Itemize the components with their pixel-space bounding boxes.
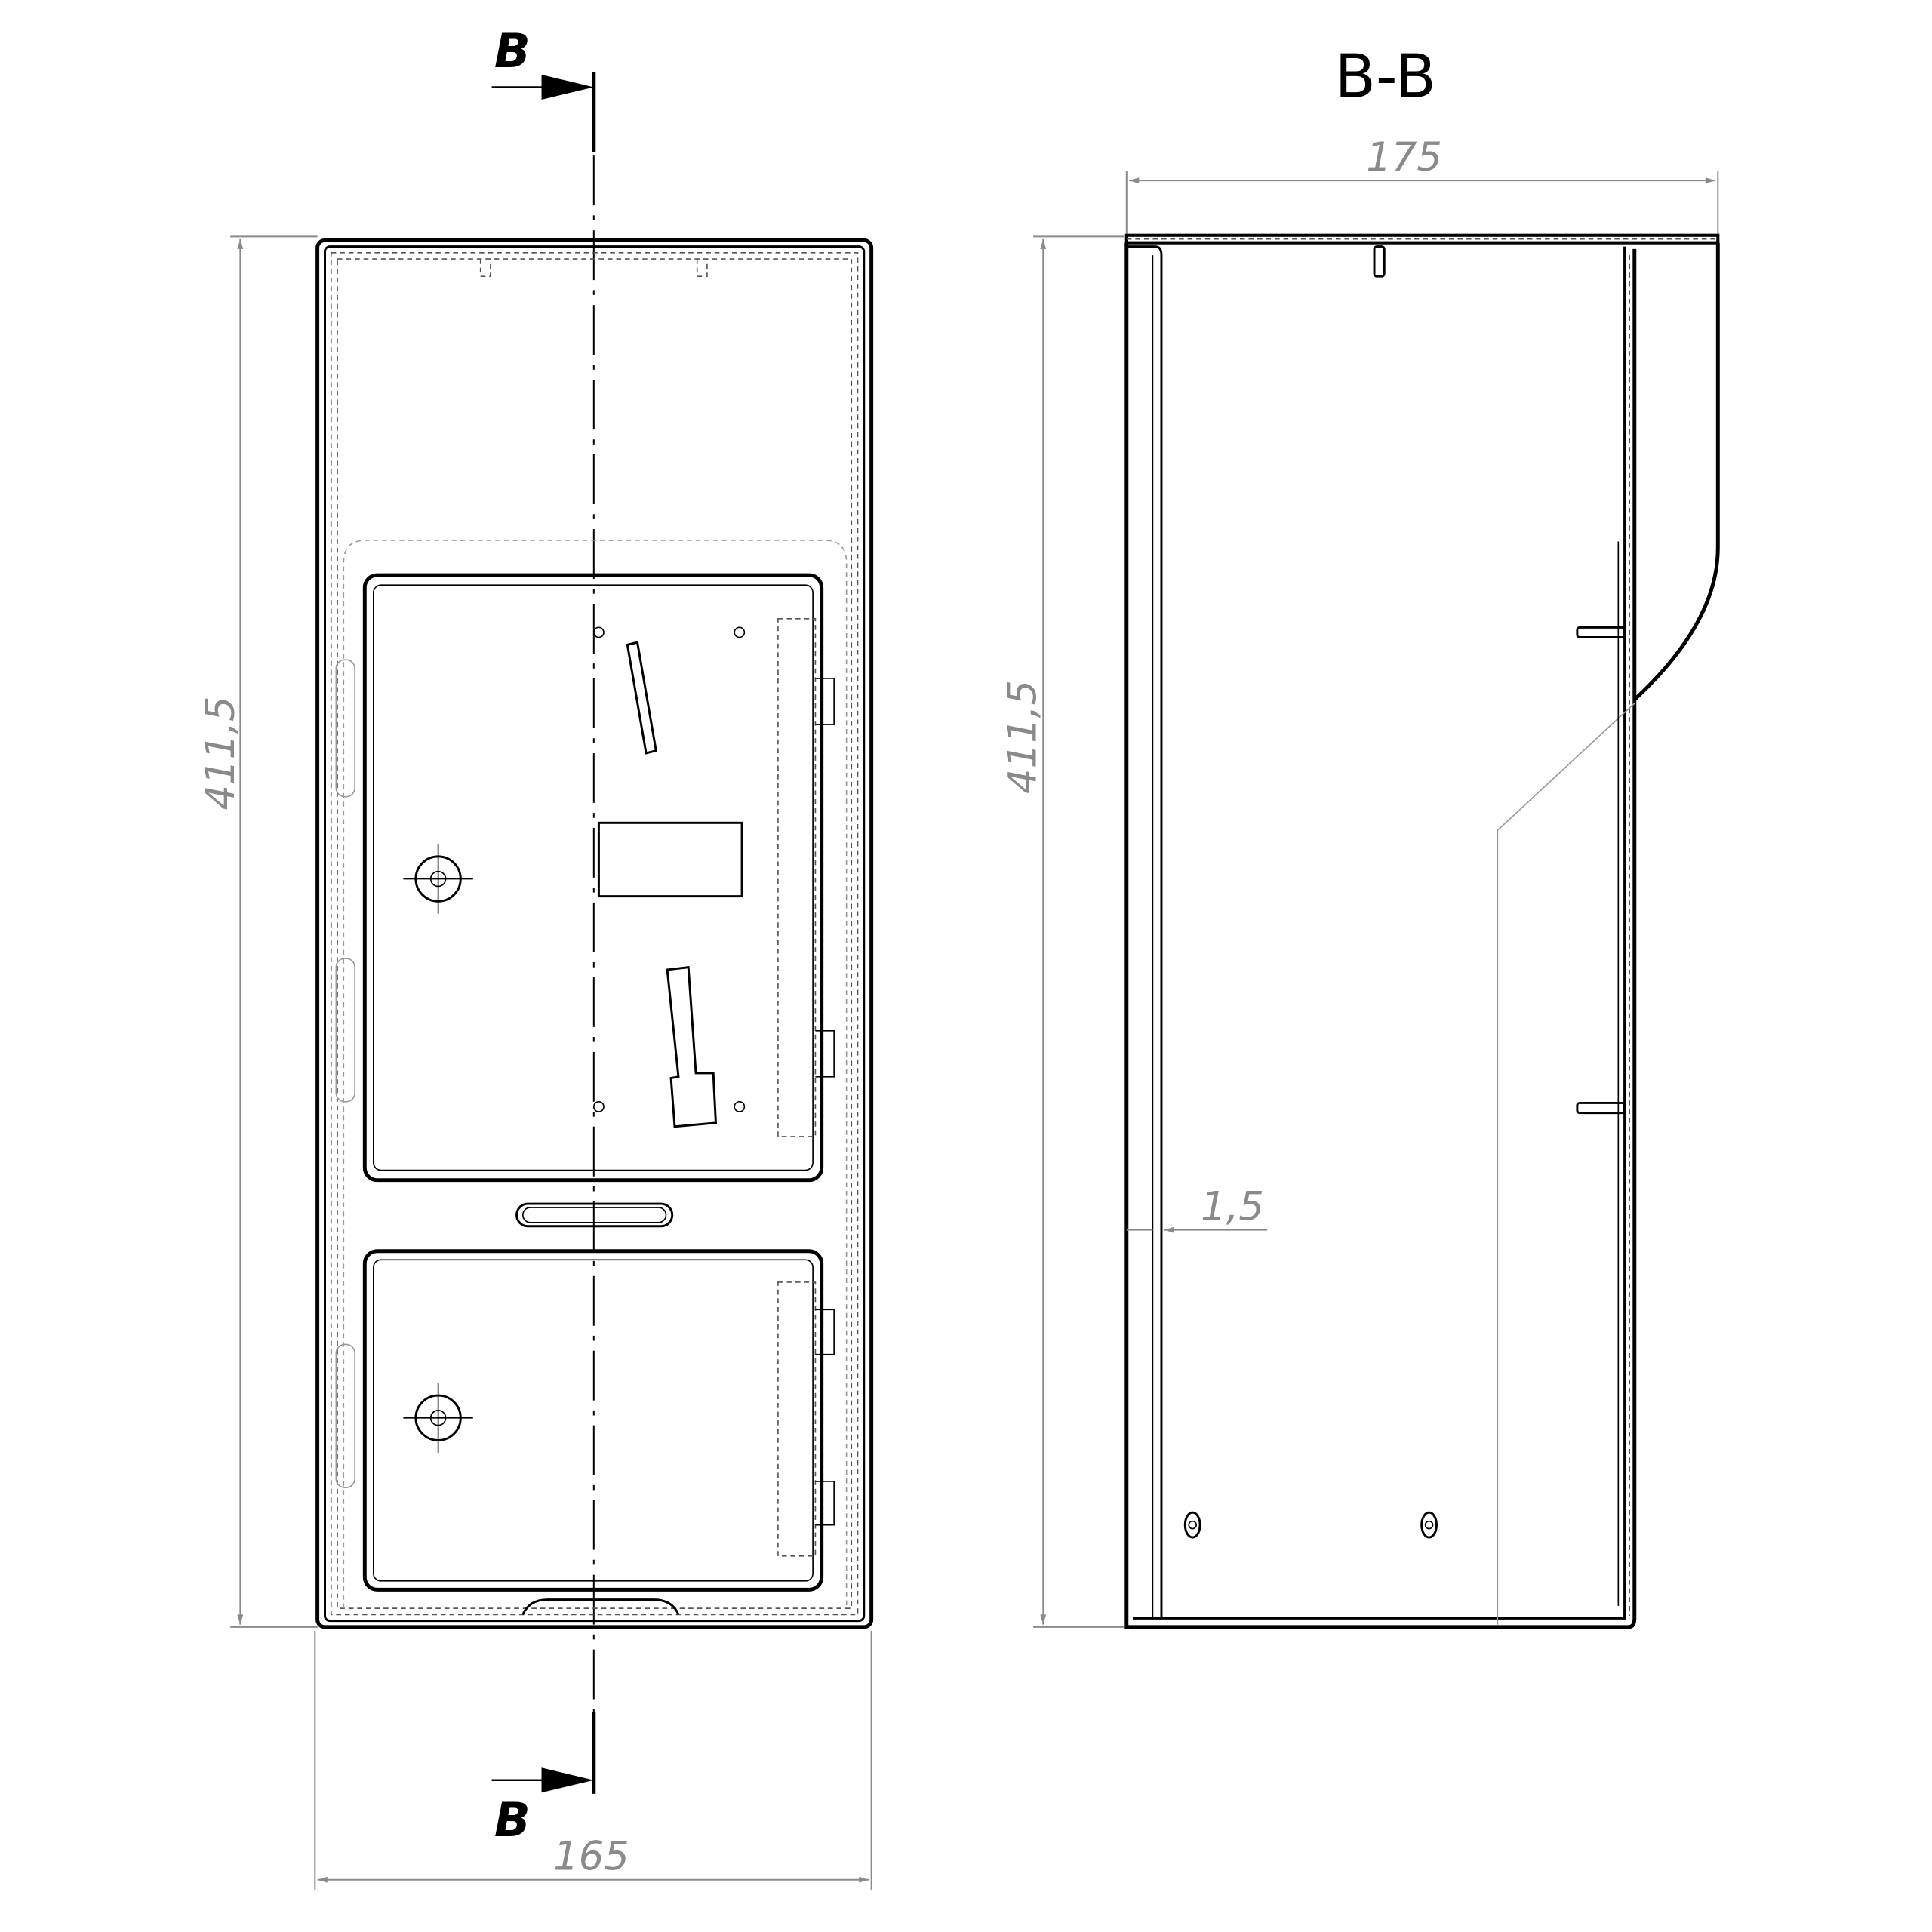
section-label-bottom: B	[494, 1792, 531, 1847]
height-dimension-section: 411,5	[999, 235, 1124, 1628]
pin	[1576, 1101, 1626, 1115]
section-marker-bottom: B	[491, 1712, 596, 1847]
lock-icon	[403, 844, 473, 914]
screw-icon	[1420, 1511, 1438, 1539]
lower-panel	[362, 1249, 835, 1592]
screw-icon	[1183, 1511, 1201, 1539]
section-height-label: 411,5	[999, 680, 1045, 794]
section-view: B-B 175 411,5	[999, 42, 1720, 1629]
upper-panel	[362, 573, 835, 1183]
depth-dimension-label: 175	[1366, 134, 1442, 180]
section-marker-top: B	[491, 23, 596, 152]
lock-icon	[403, 1383, 473, 1453]
section-label-top: B	[494, 23, 531, 78]
height-dimension-label: 411,5	[198, 696, 244, 810]
housing-outline	[315, 238, 874, 1629]
height-dimension-front: 411,5	[198, 235, 318, 1628]
width-dimension-front: 165	[314, 1630, 872, 1890]
pin	[1576, 626, 1626, 639]
thickness-dimension-label: 1,5	[1201, 1183, 1264, 1229]
pin	[1373, 245, 1386, 278]
slot	[515, 1202, 674, 1228]
front-view: B B	[198, 23, 874, 1890]
width-dimension-label: 165	[553, 1834, 629, 1880]
arrow-icon	[541, 74, 594, 100]
section-title: B-B	[1335, 42, 1436, 112]
arrow-icon	[541, 1767, 594, 1793]
depth-dimension: 175	[1125, 134, 1719, 235]
thickness-dimension: 1,5	[1126, 1183, 1268, 1233]
